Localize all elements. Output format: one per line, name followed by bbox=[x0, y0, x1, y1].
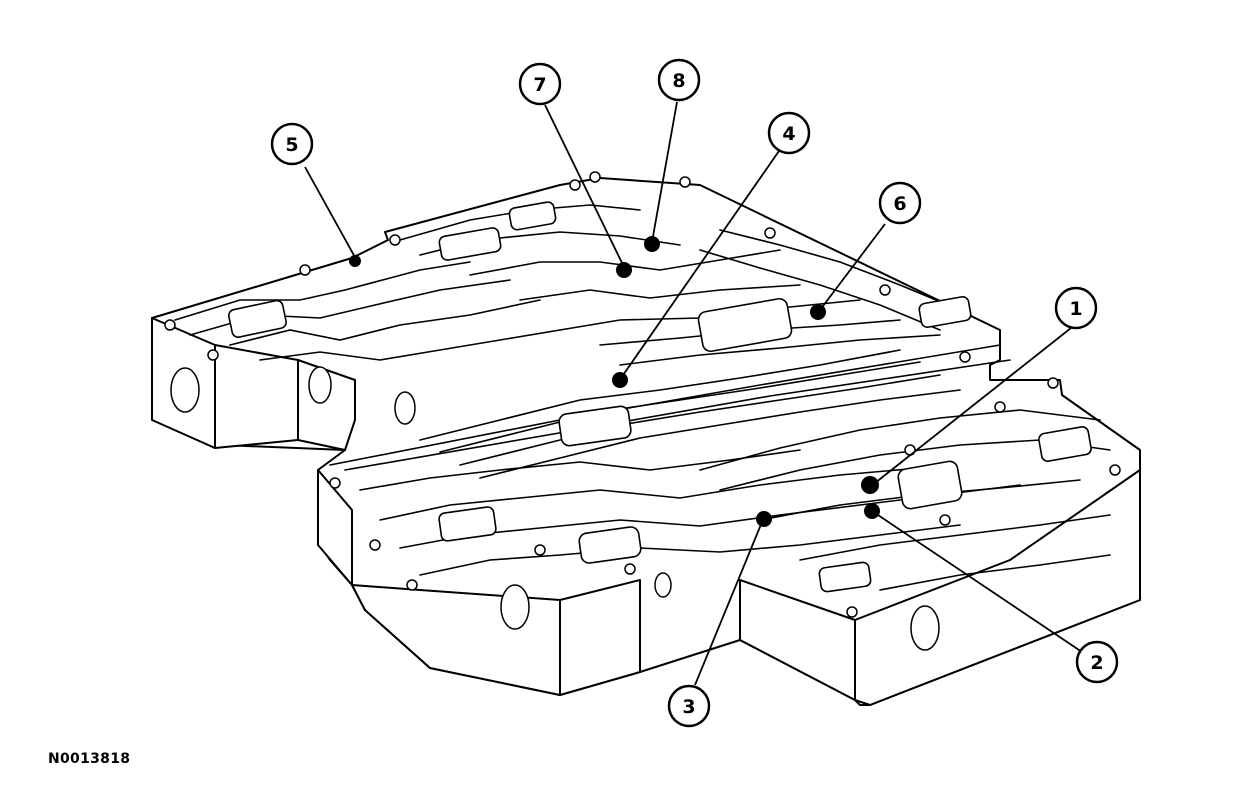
leader-line-1 bbox=[874, 327, 1072, 484]
check-ball-7 bbox=[616, 262, 632, 278]
leader-line-4 bbox=[620, 150, 780, 379]
leader-line-2 bbox=[874, 512, 1083, 653]
leader-line-8 bbox=[651, 101, 678, 243]
callout-label-4: 4 bbox=[782, 123, 795, 145]
callout-2: 2 bbox=[1075, 640, 1119, 684]
leader-line-6 bbox=[819, 223, 886, 311]
callout-7: 7 bbox=[518, 62, 562, 106]
callout-label-6: 6 bbox=[893, 193, 906, 215]
valve-body-outline bbox=[151, 177, 1141, 706]
callout-8: 8 bbox=[657, 58, 701, 102]
callout-1: 1 bbox=[1054, 286, 1098, 330]
check-ball-1 bbox=[861, 476, 879, 494]
callout-label-7: 7 bbox=[533, 74, 546, 96]
callout-6: 6 bbox=[878, 181, 922, 225]
check-ball-3 bbox=[756, 511, 772, 527]
check-ball-4 bbox=[612, 372, 628, 388]
check-ball-8 bbox=[644, 236, 660, 252]
callout-4: 4 bbox=[767, 111, 811, 155]
figure-id: N0013818 bbox=[48, 751, 131, 767]
callout-3: 3 bbox=[667, 684, 711, 728]
leader-line-3 bbox=[694, 521, 763, 686]
leader-line-5 bbox=[304, 166, 357, 260]
callout-label-5: 5 bbox=[285, 134, 298, 156]
leader-lines bbox=[304, 101, 1083, 686]
valve-body-passages bbox=[164, 171, 1121, 618]
check-ball-2 bbox=[864, 503, 880, 519]
leader-line-7 bbox=[544, 104, 625, 268]
check-balls bbox=[349, 236, 880, 527]
callout-label-8: 8 bbox=[672, 70, 685, 92]
callout-5: 5 bbox=[270, 122, 314, 166]
check-ball-5 bbox=[349, 255, 361, 267]
callout-label-2: 2 bbox=[1090, 652, 1103, 674]
callout-label-1: 1 bbox=[1069, 298, 1082, 320]
callout-label-3: 3 bbox=[682, 696, 695, 718]
